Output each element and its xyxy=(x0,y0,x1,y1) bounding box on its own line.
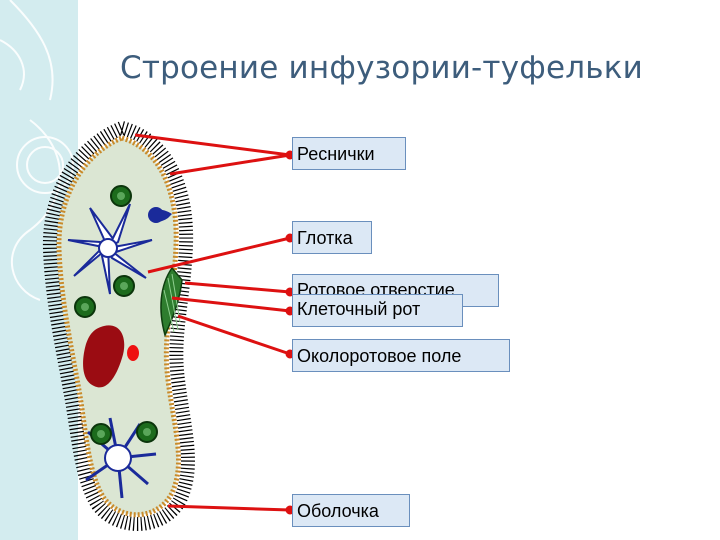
macronucleus xyxy=(83,325,125,388)
digestive-vacuole xyxy=(148,207,172,223)
cell-mouth-groove xyxy=(160,266,183,338)
contractile-vacuole-lower xyxy=(85,417,157,499)
leader-lines xyxy=(134,133,295,515)
label-peristome: Околоротовое поле xyxy=(292,339,510,372)
label-membrane: Оболочка xyxy=(292,494,410,527)
cell-membrane xyxy=(56,135,181,518)
food-vacuoles xyxy=(74,185,158,445)
page-title: Строение инфузории-туфельки xyxy=(120,50,643,86)
label-cilia: Реснички xyxy=(292,137,406,170)
micronucleus xyxy=(127,345,139,361)
label-pharynx: Глотка xyxy=(292,221,372,254)
cilia-fringe xyxy=(42,120,195,531)
contractile-vacuole-upper xyxy=(67,203,153,295)
label-cell-mouth: Клеточный рот xyxy=(292,294,463,327)
